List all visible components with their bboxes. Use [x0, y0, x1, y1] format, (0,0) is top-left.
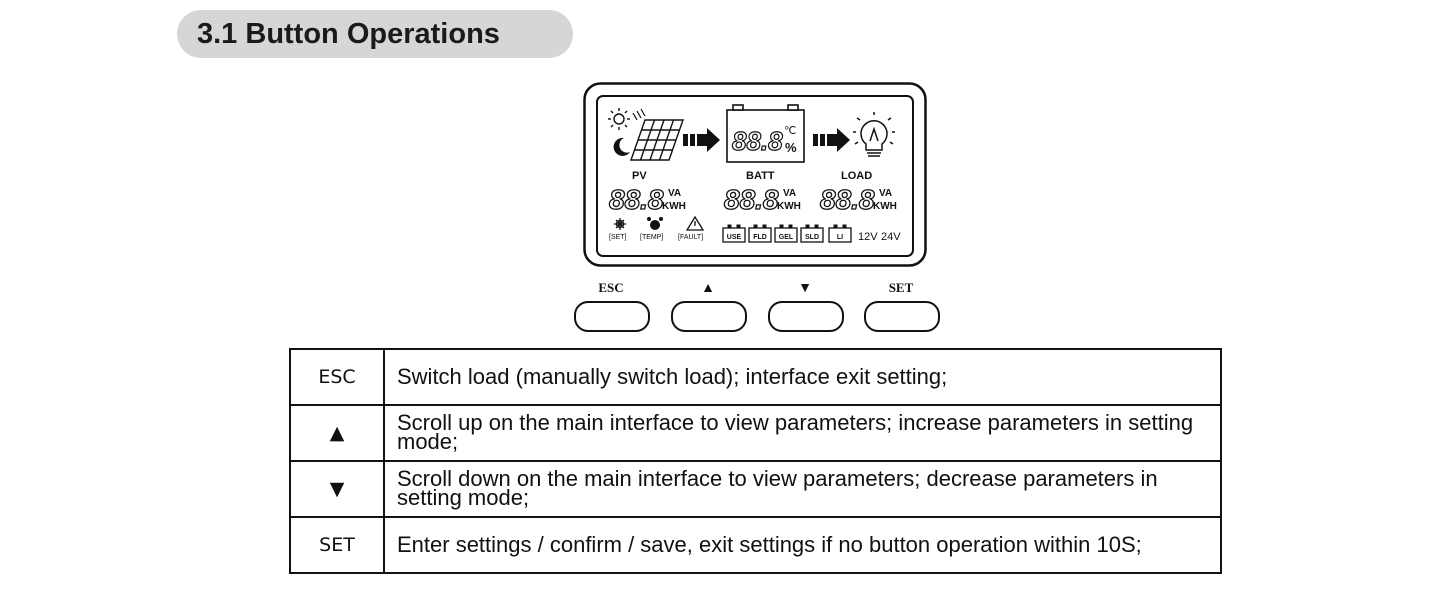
warning-icon: [685, 215, 705, 231]
batt-va-unit: VA: [783, 188, 796, 199]
pv-digits: 88.8: [609, 184, 664, 215]
load-va-unit: VA: [879, 188, 892, 199]
batt-type-fld: FLD: [753, 234, 767, 241]
status-fault: [FAULT]: [678, 234, 703, 241]
section-title: 3.1 Button Operations: [197, 17, 500, 50]
up-button[interactable]: ▲: [669, 276, 747, 334]
up-triangle-icon: ▲: [701, 279, 715, 295]
set-button[interactable]: SET: [862, 276, 940, 334]
load-digits: 88.8: [820, 184, 875, 215]
batt-type-gel: GEL: [779, 234, 794, 241]
down-button[interactable]: ▼: [766, 276, 844, 334]
celsius-unit: ℃: [784, 125, 796, 137]
down-triangle-icon: ▼: [798, 279, 812, 295]
voltage-12v: 12V: [858, 231, 878, 243]
up-button-shape[interactable]: [671, 301, 747, 332]
batt-kwh-unit: KWH: [777, 201, 801, 212]
battery-digits: 88.8: [732, 126, 783, 156]
esc-button-shape[interactable]: [574, 301, 650, 332]
load-kwh-unit: KWH: [873, 201, 897, 212]
battery-icon: [726, 104, 805, 163]
table-row: ▼ Scroll down on the main interface to v…: [289, 460, 1222, 518]
arrow-right-icon: [683, 128, 720, 152]
description-down: Scroll down on the main interface to vie…: [383, 460, 1222, 518]
table-row: ESC Switch load (manually switch load); …: [289, 348, 1222, 406]
description-set: Enter settings / confirm / save, exit se…: [383, 516, 1222, 574]
solar-panel-icon: [630, 119, 684, 161]
pv-label: PV: [632, 170, 647, 182]
table-row: ▲ Scroll up on the main interface to vie…: [289, 404, 1222, 462]
section-title-pill: 3.1 Button Operations: [177, 10, 573, 58]
down-button-shape[interactable]: [768, 301, 844, 332]
voltage-24v: 24V: [881, 231, 901, 243]
set-button-label: SET: [888, 280, 914, 295]
status-temp: [TEMP]: [640, 234, 663, 241]
status-set: [SET]: [609, 234, 627, 241]
description-esc: Switch load (manually switch load); inte…: [383, 348, 1222, 406]
sun-icon: [608, 108, 630, 130]
table-row: SET Enter settings / confirm / save, exi…: [289, 516, 1222, 574]
key-esc: ESC: [289, 348, 385, 406]
alarm-clock-icon: [647, 217, 663, 230]
batt-type-li: LI: [837, 234, 843, 241]
gear-icon: [614, 218, 626, 230]
key-set: SET: [289, 516, 385, 574]
batt-digits: 88.8: [724, 184, 779, 215]
hardware-button-row: ESC ▲ ▼ SET: [570, 276, 942, 334]
key-up-triangle-icon: ▲: [289, 404, 385, 462]
light-bulb-icon: [853, 112, 895, 157]
batt-label: BATT: [746, 170, 775, 182]
batt-type-use: USE: [727, 234, 742, 241]
batt-type-sld: SLD: [805, 234, 819, 241]
esc-button[interactable]: ESC: [572, 276, 650, 334]
pv-kwh-unit: KWH: [662, 201, 686, 212]
esc-button-label: ESC: [598, 280, 624, 295]
lcd-display: 88.8 ℃ % PV BATT LOAD 88.8 VA KWH 88.8 V…: [583, 82, 928, 273]
moon-icon: [613, 137, 630, 156]
button-operations-table: ESC Switch load (manually switch load); …: [289, 348, 1222, 574]
pv-va-unit: VA: [668, 188, 681, 199]
load-label: LOAD: [841, 170, 872, 182]
set-button-shape[interactable]: [864, 301, 940, 332]
percent-unit: %: [785, 140, 797, 155]
arrow-right-icon: [813, 128, 850, 152]
description-up: Scroll up on the main interface to view …: [383, 404, 1222, 462]
key-down-triangle-icon: ▼: [289, 460, 385, 518]
